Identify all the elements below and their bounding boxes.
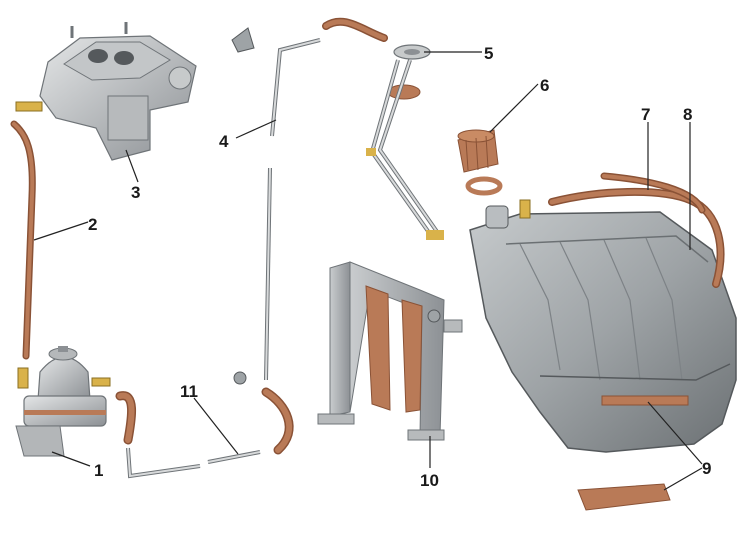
leader-lines xyxy=(33,51,703,491)
fuel-pump-part xyxy=(15,346,111,457)
label-return-pipe: 11 xyxy=(180,382,198,401)
label-carburetor: 3 xyxy=(131,183,141,202)
label-tank-bracket: 10 xyxy=(420,471,439,490)
supply-pipe-part xyxy=(231,27,321,385)
label-supply-pipe: 4 xyxy=(219,132,229,151)
label-pump-to-carb-hose: 2 xyxy=(88,215,98,234)
loose-strap-pad xyxy=(577,483,671,511)
carburetor-part xyxy=(15,22,197,161)
label-filler-cap: 6 xyxy=(540,76,550,95)
label-vent-hose: 8 xyxy=(683,105,693,124)
return-pipe-part xyxy=(115,387,294,479)
label-tank-strap-pads: 9 xyxy=(702,459,712,478)
tank-bracket-part xyxy=(317,261,463,441)
label-filler-vent-hose: 7 xyxy=(641,105,651,124)
label-fuel-pump: 1 xyxy=(94,461,104,480)
fuel-gauge-sender-part xyxy=(366,44,444,240)
fuel-tank-part xyxy=(469,199,737,453)
label-fuel-gauge-sender: 5 xyxy=(484,44,494,63)
filler-cap-part xyxy=(457,129,503,196)
